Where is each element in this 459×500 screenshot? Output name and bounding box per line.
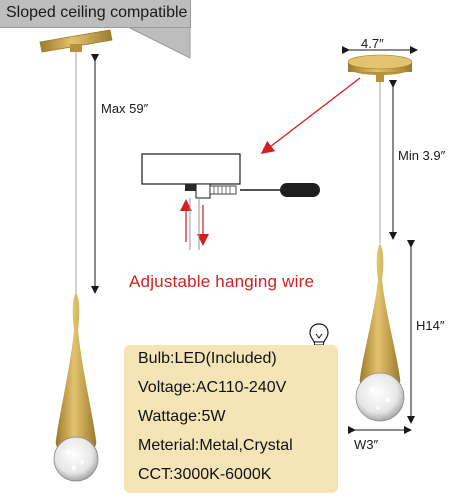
spec-wattage: Wattage:5W xyxy=(138,408,226,425)
spec-material: Meterial:Metal,Crystal xyxy=(138,437,293,454)
left-canopy xyxy=(39,29,113,53)
banner-text: Sloped ceiling compatible xyxy=(6,4,188,21)
screw-icon xyxy=(209,185,237,195)
canopy-detail xyxy=(141,153,320,250)
shade-height-label: H14″ xyxy=(416,318,445,333)
max-length-label: Max 59″ xyxy=(101,101,149,116)
canopy-width-label: 4.7″ xyxy=(361,36,384,51)
left-pendant xyxy=(53,292,99,482)
right-canopy xyxy=(347,54,413,82)
sloped-ceiling-banner: Sloped ceiling compatible xyxy=(0,0,191,28)
right-pendant xyxy=(355,243,405,422)
spec-panel: Bulb:LED(Included) Voltage:AC110-240V Wa… xyxy=(124,345,338,493)
spec-cct: CCT:3000K-6000K xyxy=(138,466,272,483)
spec-voltage: Voltage:AC110-240V xyxy=(138,379,287,396)
detail-pointer-arrow xyxy=(260,77,361,154)
shade-width-label: W3″ xyxy=(354,437,379,452)
spec-bulb: Bulb:LED(Included) xyxy=(138,350,277,367)
min-length-label: Min 3.9″ xyxy=(398,148,446,163)
screwdriver-icon xyxy=(240,183,320,197)
adjustable-wire-title: Adjustable hanging wire xyxy=(129,272,315,291)
